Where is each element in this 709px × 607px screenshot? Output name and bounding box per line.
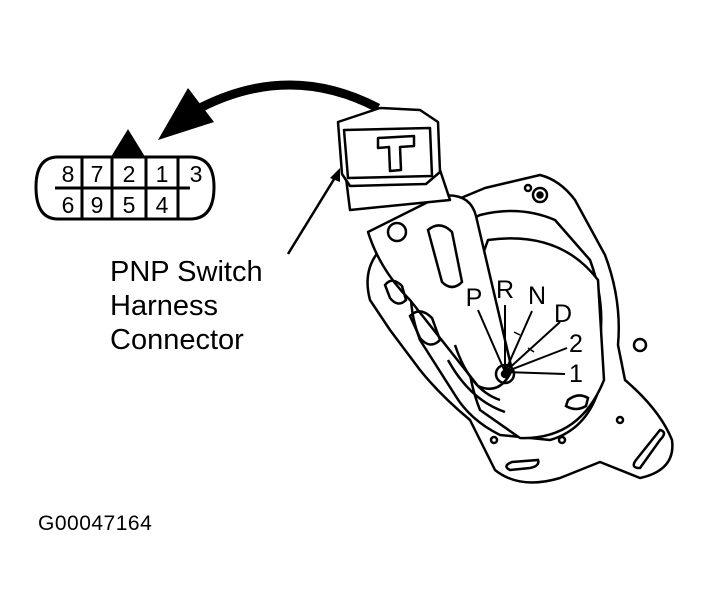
gear-label-n: N xyxy=(528,282,546,310)
curved-arrow-icon xyxy=(158,80,381,140)
pnp-switch-body xyxy=(343,168,674,484)
gear-label-d: D xyxy=(554,300,572,328)
pin-label: 9 xyxy=(91,192,104,218)
connector-bottom-row: 6 9 5 4 xyxy=(62,192,169,218)
pin-label: 3 xyxy=(190,161,203,187)
connector-pinout xyxy=(34,129,216,221)
pin-label: 2 xyxy=(123,161,136,187)
pin-label: 7 xyxy=(91,161,104,187)
callout-label-line-3: Connector xyxy=(110,324,244,356)
gear-indicator-lines xyxy=(477,305,568,375)
gear-labels: P R N D 2 1 xyxy=(466,276,583,388)
pin-label: 8 xyxy=(62,161,75,187)
callout-label-line-2: Harness xyxy=(110,290,218,322)
figure-id: G00047164 xyxy=(38,512,153,535)
gear-label-p: P xyxy=(466,284,483,312)
switch-details xyxy=(383,183,666,472)
pin-label: 6 xyxy=(62,192,75,218)
connector-key-triangle-icon xyxy=(110,129,146,158)
pin-label: 1 xyxy=(156,161,169,187)
pin-label: 5 xyxy=(123,192,136,218)
harness-connector-plug xyxy=(336,106,442,188)
pin-label: 4 xyxy=(156,192,169,218)
gear-label-r: R xyxy=(496,276,514,304)
connector-top-row: 8 7 2 1 3 xyxy=(62,161,203,187)
callout-label-line-1: PNP Switch xyxy=(110,256,263,288)
gear-label-1: 1 xyxy=(569,360,583,388)
gear-label-2: 2 xyxy=(569,330,583,358)
callout-leader xyxy=(286,168,340,255)
